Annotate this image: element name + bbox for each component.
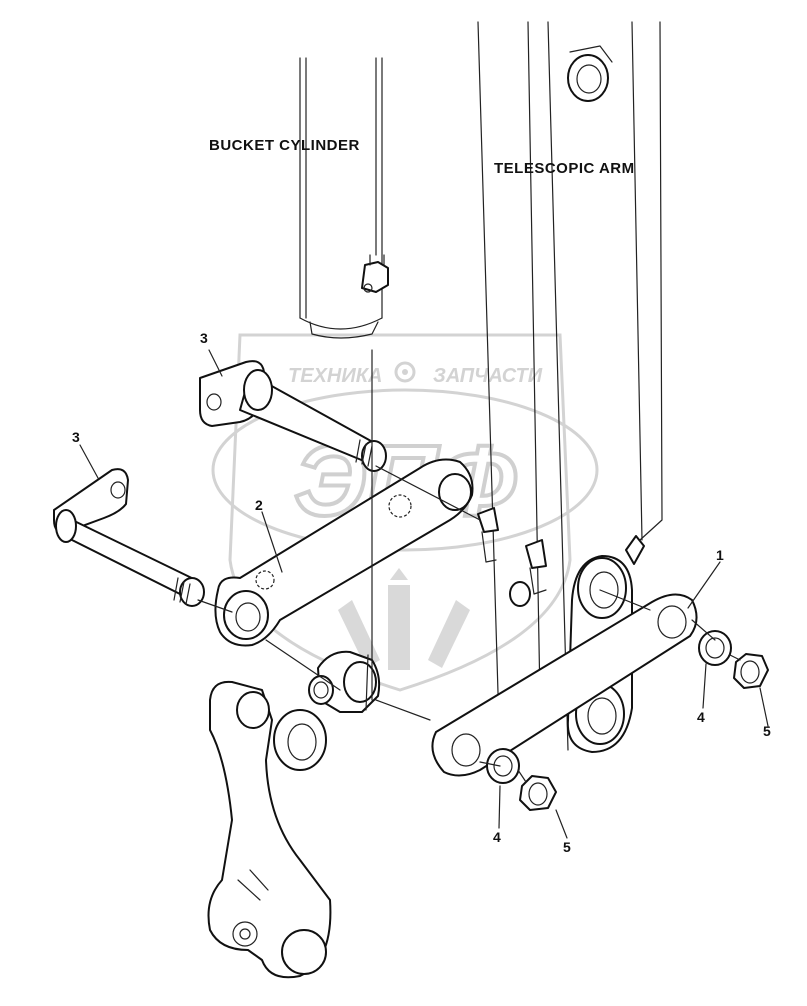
- washer-left: [486, 748, 520, 784]
- callout-leaders: [79, 349, 769, 839]
- pivot-block: [308, 650, 381, 713]
- link-plate: [431, 593, 698, 777]
- pin-upper: [199, 360, 387, 472]
- callout-pin-upper: 3: [200, 330, 208, 346]
- nut-left: [519, 775, 557, 811]
- washer-right: [698, 630, 732, 666]
- arm-brackets: [477, 507, 547, 607]
- watermark-wheat-icon: [338, 568, 470, 670]
- callout-pin-lower: 3: [72, 429, 80, 445]
- callout-nut-left: 5: [563, 839, 571, 855]
- bent-link: [214, 458, 474, 647]
- callout-link-plate: 1: [716, 547, 724, 563]
- watermark-text-right: ЗАПЧАСТИ: [433, 365, 543, 387]
- bucket-linkage: [207, 680, 332, 979]
- bucket-cylinder: [299, 57, 389, 339]
- bucket-cylinder-label: BUCKET CYLINDER: [209, 137, 360, 154]
- assembly-lines: [197, 349, 741, 783]
- nut-right: [733, 653, 769, 689]
- pin-lower: [53, 468, 205, 607]
- telescopic-arm-label: TELESCOPIC ARM: [494, 160, 635, 177]
- callout-washer-left: 4: [493, 829, 501, 845]
- callout-nut-right: 5: [763, 723, 771, 739]
- callout-bent-link: 2: [255, 497, 263, 513]
- watermark-text-left: ТЕХНИКА: [288, 365, 382, 387]
- callout-washer-right: 4: [697, 709, 705, 725]
- watermark-gear-icon: [394, 361, 416, 383]
